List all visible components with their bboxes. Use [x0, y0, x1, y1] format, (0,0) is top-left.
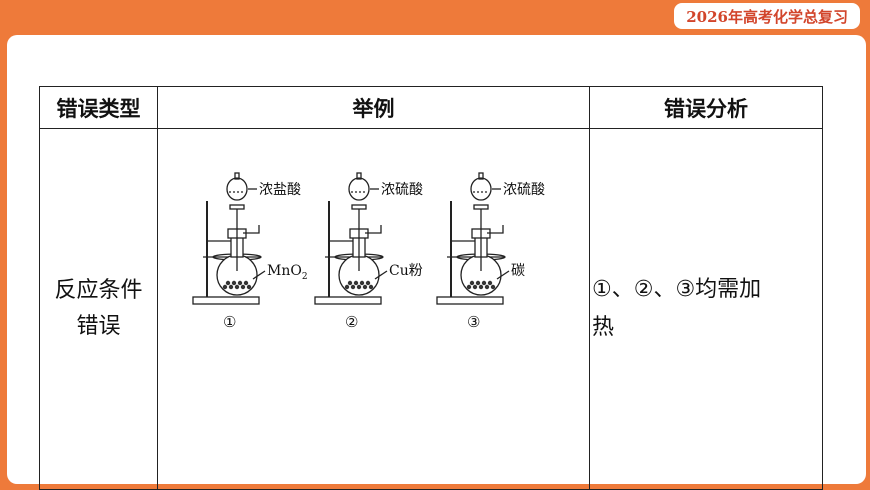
solid-particle: [475, 280, 480, 286]
solid-leader-line: [374, 270, 387, 280]
solid-particle: [478, 284, 483, 290]
solid-particle: [243, 280, 248, 286]
solid-particle: [472, 284, 477, 290]
table-row: 反应条件 错误 浓盐酸 MnO2 ① 浓硫酸 Cu粉 ② 浓硫酸碳 ③ ①、②、③均需加 热: [39, 128, 823, 490]
solid-particle: [487, 280, 492, 286]
solid-particle: [231, 280, 236, 286]
error-analysis-table: 错误类型 举例 错误分析 反应条件 错误 浓盐酸 MnO2 ① 浓硫酸 Cu粉 ② 浓硫酸碳…: [39, 86, 823, 490]
solid-particle: [362, 284, 367, 290]
solid-particle: [350, 284, 355, 290]
error-type-cell: 反应条件 错误: [39, 128, 158, 490]
stand-base: [191, 296, 260, 305]
example-cell: 浓盐酸 MnO2 ① 浓硫酸 Cu粉 ② 浓硫酸碳 ③: [157, 128, 590, 490]
solid-leader-line: [496, 270, 509, 280]
apparatus-number: ②: [345, 313, 358, 331]
stopcock: [350, 204, 367, 210]
funnel-top: [233, 172, 240, 180]
delivery-tube: [242, 225, 260, 234]
solid-particle: [484, 284, 489, 290]
apparatus-1: 浓盐酸 MnO2 ①: [191, 172, 308, 331]
table-header-row: 错误类型 举例 错误分析: [39, 86, 823, 129]
solid-particle: [347, 280, 352, 286]
acid-label: 浓硫酸: [381, 182, 423, 198]
stand-base: [435, 296, 504, 305]
header-error-analysis: 错误分析: [589, 86, 823, 129]
funnel-top: [355, 172, 362, 180]
solid-particle: [490, 284, 495, 290]
stopcock: [228, 204, 245, 210]
solid-particle: [246, 284, 251, 290]
apparatus-2: 浓硫酸 Cu粉 ②: [313, 172, 423, 331]
solid-label: Cu粉: [389, 263, 423, 279]
solid-label-subscript: 2: [301, 272, 307, 282]
stand-base: [313, 296, 382, 305]
solid-particle: [365, 280, 370, 286]
solid-leader-line: [252, 270, 265, 280]
funnel-bulb: [225, 177, 248, 201]
solid-particle: [359, 280, 364, 286]
error-type-line-2: 错误: [76, 314, 121, 339]
solid-label: 碳: [511, 263, 525, 279]
error-type-line-1: 反应条件: [54, 278, 143, 303]
apparatus-number: ③: [467, 313, 480, 331]
stopcock: [472, 204, 489, 210]
solid-particle: [353, 280, 358, 286]
error-analysis-line-2: 热: [592, 315, 615, 340]
solid-particle: [228, 284, 233, 290]
solid-particle: [481, 280, 486, 286]
solid-particle: [466, 284, 471, 290]
error-analysis-line-1: ①、②、③均需加: [592, 277, 762, 302]
solid-particle: [234, 284, 239, 290]
solid-particle: [222, 284, 227, 290]
solid-label: MnO2: [267, 263, 308, 282]
funnel-bulb: [469, 177, 492, 201]
solid-particle: [344, 284, 349, 290]
solid-particle: [240, 284, 245, 290]
error-analysis-cell: ①、②、③均需加 热: [589, 128, 823, 490]
delivery-tube: [364, 225, 382, 234]
funnel-top: [477, 172, 484, 180]
delivery-tube: [486, 225, 504, 234]
header-error-type: 错误类型: [39, 86, 158, 129]
solid-particle: [225, 280, 230, 286]
solid-particle: [368, 284, 373, 290]
funnel-bulb: [347, 177, 370, 201]
apparatus-figure: 浓盐酸 MnO2 ① 浓硫酸 Cu粉 ② 浓硫酸碳 ③: [159, 129, 589, 489]
course-badge: 2026年高考化学总复习: [674, 3, 860, 29]
acid-label: 浓硫酸: [503, 182, 545, 198]
solid-particle: [469, 280, 474, 286]
acid-label: 浓盐酸: [259, 182, 301, 198]
solid-particle: [237, 280, 242, 286]
header-example: 举例: [157, 86, 590, 129]
solid-particle: [356, 284, 361, 290]
apparatus-number: ①: [223, 313, 236, 331]
